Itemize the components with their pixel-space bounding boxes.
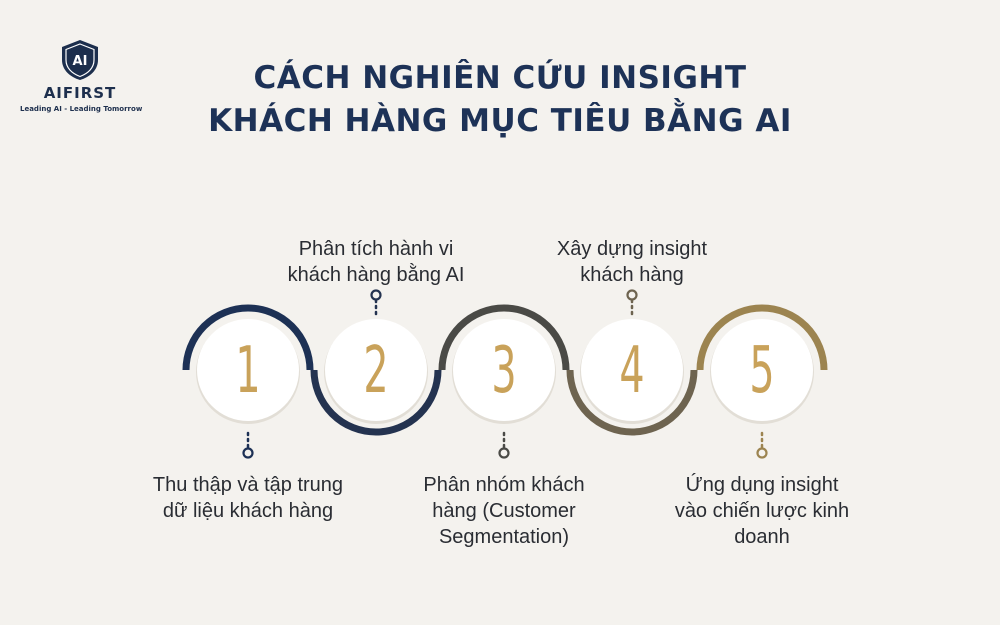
- step-1-label: Thu thập và tập trung dữ liệu khách hàng: [128, 472, 368, 524]
- step-1-number: 1: [235, 333, 260, 408]
- step-5-label: Ứng dụng insight vào chiến lược kinh doanh: [642, 472, 882, 550]
- step-2-connector-dot: [370, 289, 382, 301]
- step-2-number: 2: [363, 333, 388, 408]
- step-2: 2: [310, 289, 442, 436]
- step-3: 3: [438, 304, 570, 459]
- step-1: 1: [182, 304, 314, 459]
- brand-tagline: Leading AI - Leading Tomorrow: [20, 105, 143, 113]
- step-5-label-line: vào chiến lược kinh: [674, 500, 850, 522]
- step-4-number: 4: [619, 333, 644, 408]
- step-3-label-line: Phân nhóm khách: [423, 474, 585, 496]
- step-4-label-line: khách hàng: [580, 264, 684, 286]
- brand-name: AIFIRST: [43, 84, 117, 102]
- step-2-label-line: Phân tích hành vi: [298, 238, 454, 260]
- logo-mark-text: AI: [73, 54, 88, 69]
- step-3-label-line: hàng (Customer: [432, 500, 576, 522]
- step-4-connector-dot: [626, 289, 638, 301]
- step-3-circle: [453, 319, 555, 421]
- step-1-label-line: dữ liệu khách hàng: [162, 500, 334, 522]
- step-3-number: 3: [491, 333, 516, 408]
- step-1-circle: [197, 319, 299, 421]
- step-1-label-line: Thu thập và tập trung: [152, 474, 344, 496]
- step-3-arc: [438, 304, 570, 371]
- step-4: 4: [566, 289, 698, 436]
- step-4-circle: [581, 319, 683, 421]
- step-1-arc: [182, 304, 314, 371]
- page-title-line-2: KHÁCH HÀNG MỤC TIÊU BẰNG AI: [208, 103, 792, 139]
- step-3-label-line: Segmentation): [438, 526, 570, 548]
- step-5: 5: [696, 304, 828, 459]
- step-1-connector-dot: [242, 447, 254, 459]
- step-4-label-line: Xây dựng insight: [556, 238, 708, 260]
- step-5-label-line: Ứng dụng insight: [685, 474, 839, 496]
- step-2-label: Phân tích hành vi khách hàng bằng AI: [256, 236, 496, 288]
- step-5-circle: [711, 319, 813, 421]
- brand-logo: AI AIFIRST Leading AI - Leading Tomorrow: [20, 38, 143, 113]
- step-5-label-line: doanh: [734, 526, 790, 548]
- step-5-arc: [696, 304, 828, 371]
- step-2-arc: [310, 369, 442, 436]
- step-2-circle: [325, 319, 427, 421]
- page-title-line-1: CÁCH NGHIÊN CỨU INSIGHT: [253, 60, 747, 96]
- step-2-label-line: khách hàng bằng AI: [287, 264, 465, 286]
- step-5-number: 5: [749, 333, 774, 408]
- step-3-connector-dot: [498, 447, 510, 459]
- shield-icon: AI: [62, 40, 98, 80]
- step-5-connector-dot: [756, 447, 768, 459]
- step-4-label: Xây dựng insight khách hàng: [512, 236, 752, 288]
- step-4-arc: [566, 369, 698, 436]
